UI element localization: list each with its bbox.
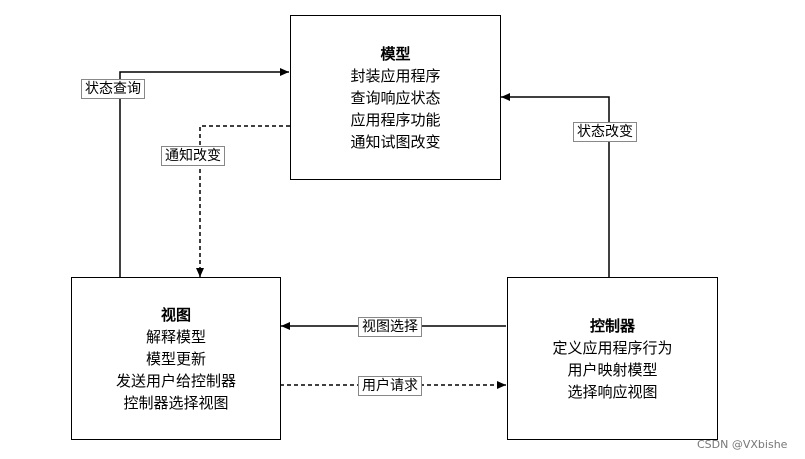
view-line: 解释模型 (145, 327, 206, 346)
model-box: 模型 封装应用程序 查询响应状态 应用程序功能 通知试图改变 (290, 15, 501, 180)
state-change-arrow (501, 93, 610, 277)
model-line: 通知试图改变 (350, 132, 441, 151)
model-line: 查询响应状态 (350, 88, 441, 107)
view-line: 模型更新 (145, 349, 206, 368)
controller-line: 定义应用程序行为 (552, 338, 673, 357)
view-select-label: 视图选择 (358, 317, 422, 337)
view-box: 视图 解释模型 模型更新 发送用户给控制器 控制器选择视图 (71, 277, 281, 440)
model-title: 模型 (380, 44, 411, 63)
controller-line: 用户映射模型 (567, 360, 658, 379)
state-query-label: 状态查询 (81, 79, 145, 99)
controller-box: 控制器 定义应用程序行为 用户映射模型 选择响应视图 (507, 277, 718, 440)
notify-change-label: 通知改变 (161, 146, 225, 166)
view-line: 发送用户给控制器 (115, 371, 236, 390)
state-query-arrow (119, 68, 289, 277)
user-request-label: 用户请求 (358, 376, 422, 396)
view-title: 视图 (160, 305, 191, 324)
model-line: 应用程序功能 (350, 110, 441, 129)
watermark: CSDN @VXbishe (697, 438, 788, 451)
state-change-label: 状态改变 (573, 122, 637, 142)
notify-change-arrow (196, 125, 290, 277)
controller-title: 控制器 (589, 316, 635, 335)
model-line: 封装应用程序 (350, 66, 441, 85)
view-line: 控制器选择视图 (123, 393, 229, 412)
controller-line: 选择响应视图 (567, 382, 658, 401)
